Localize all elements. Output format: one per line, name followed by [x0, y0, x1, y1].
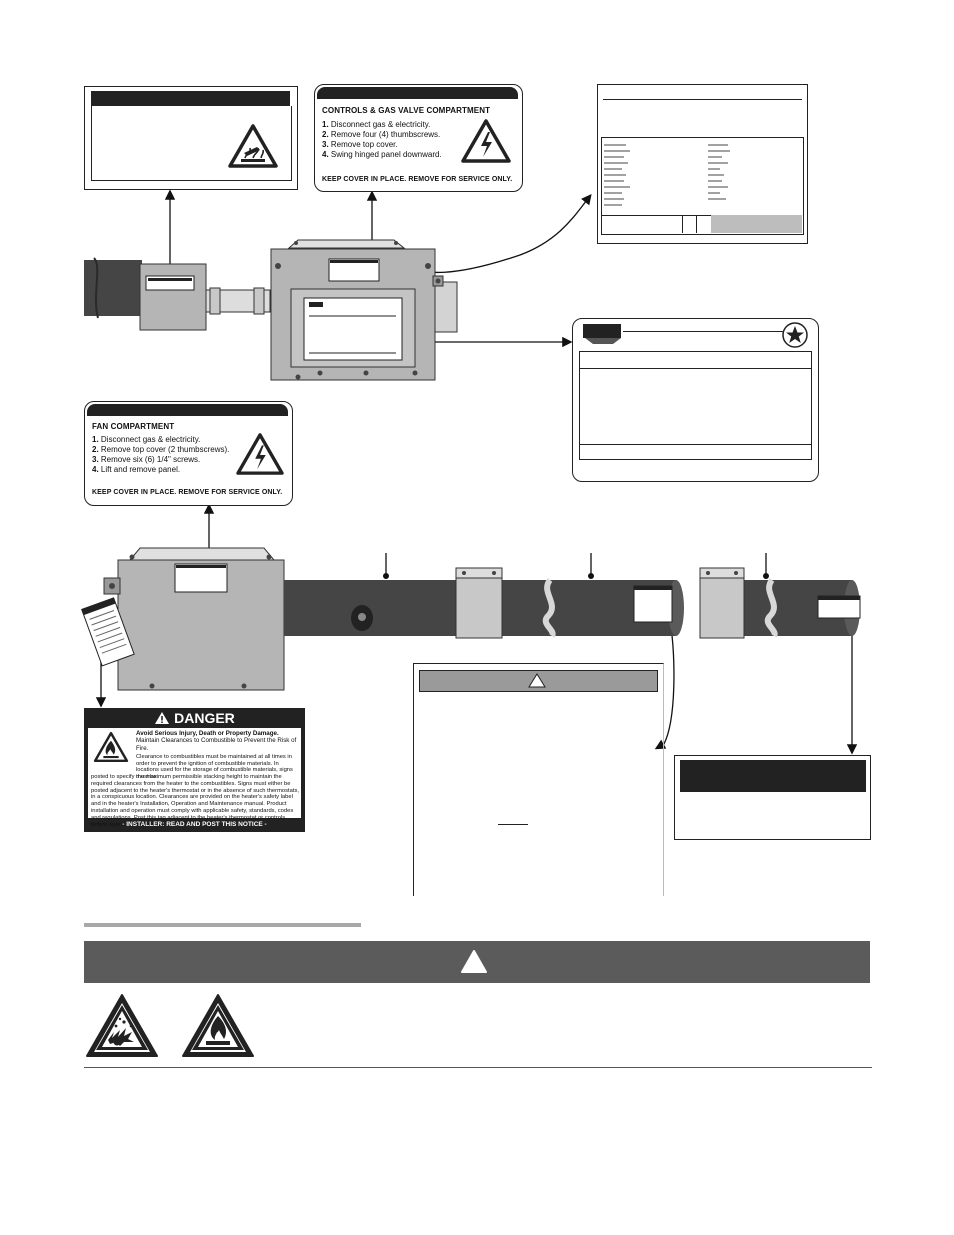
label-header-bar [87, 404, 288, 416]
label-header-bar [91, 91, 290, 106]
danger-headline: Avoid Serious Injury, Death or Property … [136, 730, 279, 737]
rating-plate [597, 84, 808, 244]
label-header-bar [680, 760, 866, 792]
flame-hazard-icon [93, 731, 129, 763]
tube-warning-label [413, 663, 664, 896]
warning-banner [84, 941, 870, 983]
danger-headline-block: Avoid Serious Injury, Death or Property … [136, 730, 302, 781]
tube-end-label [674, 755, 871, 840]
danger-body-indented: Clearance to combustibles must be mainta… [136, 753, 293, 781]
warning-header-bar [419, 670, 658, 692]
controls-compartment-label: CONTROLS & GAS VALVE COMPARTMENT 1. Disc… [314, 84, 523, 192]
section-divider [84, 923, 361, 927]
certification-label [572, 318, 819, 482]
danger-footer: - INSTALLER: READ AND POST THIS NOTICE - [122, 821, 267, 828]
controls-label-footer: KEEP COVER IN PLACE. REMOVE FOR SERVICE … [322, 176, 513, 183]
brand-logo-sunburst [585, 338, 621, 344]
step-1: 1. Disconnect gas & electricity. [92, 435, 201, 444]
label-header-bar [317, 87, 518, 99]
step-4: 4. Swing hinged panel downward. [322, 150, 442, 159]
rating-plate-fields [604, 144, 730, 206]
danger-title-row: DANGER [84, 709, 305, 727]
danger-title: DANGER [174, 710, 235, 726]
danger-body: Avoid Serious Injury, Death or Property … [88, 728, 302, 828]
step-1: 1. Disconnect gas & electricity. [322, 120, 431, 129]
fan-compartment-label: FAN COMPARTMENT 1. Disconnect gas & elec… [84, 401, 293, 506]
warning-triangle-icon [528, 673, 546, 688]
danger-tag: DANGER Avoid Serious Injury, Death or Pr… [84, 708, 305, 832]
electric-hazard-icon [461, 119, 511, 163]
hot-surface-label [84, 86, 298, 190]
controls-heater-assembly [84, 239, 458, 381]
fan-label-footer: KEEP COVER IN PLACE. REMOVE FOR SERVICE … [92, 489, 283, 496]
warning-triangle-icon [461, 950, 487, 973]
hot-surface-icon [228, 124, 278, 168]
danger-subhead: Maintain Clearances to Combustible to Pr… [136, 737, 297, 752]
bottom-rule [84, 1067, 872, 1068]
fire-hazard-icon [182, 994, 254, 1057]
controls-label-title: CONTROLS & GAS VALVE COMPARTMENT [322, 106, 491, 115]
fan-label-title: FAN COMPARTMENT [92, 422, 175, 431]
step-3: 3. Remove top cover. [322, 140, 398, 149]
step-4: 4. Lift and remove panel. [92, 465, 181, 474]
star-seal-icon [782, 322, 808, 348]
warning-triangle-icon [155, 712, 170, 724]
electric-hazard-icon [236, 433, 284, 475]
step-2: 2. Remove top cover (2 thumbscrews). [92, 445, 230, 454]
fan-heater-assembly [81, 547, 861, 691]
danger-body-text: posted to specify the maximum permissibl… [91, 774, 299, 828]
explosion-hazard-icon [86, 994, 158, 1057]
step-3: 3. Remove six (6) 1/4" screws. [92, 455, 201, 464]
brand-logo [583, 324, 621, 338]
fan-label-steps: 1. Disconnect gas & electricity. 2. Remo… [92, 435, 252, 475]
controls-label-steps: 1. Disconnect gas & electricity. 2. Remo… [322, 120, 472, 160]
step-2: 2. Remove four (4) thumbscrews. [322, 130, 441, 139]
